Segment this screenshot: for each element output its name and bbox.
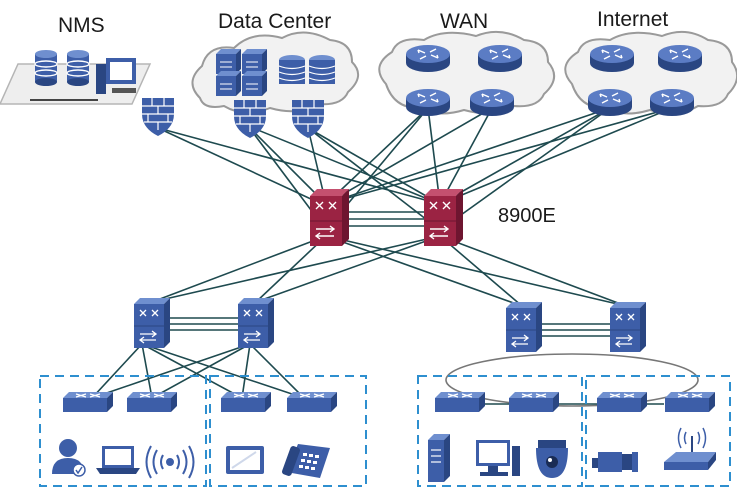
database-icon <box>34 49 58 87</box>
access-switch-icon <box>126 391 178 413</box>
dome-camera-icon <box>536 440 568 478</box>
router-icon <box>649 88 695 117</box>
ip-phone-icon <box>282 444 330 478</box>
wifi-router-icon <box>664 427 716 470</box>
router-icon <box>587 88 633 117</box>
server-rack-icon <box>241 70 268 97</box>
access-areas <box>39 375 731 487</box>
data-center-label: Data Center <box>218 10 332 33</box>
core-switch-icon <box>423 188 464 247</box>
firewall-icon <box>291 99 325 139</box>
router-icon <box>405 88 451 117</box>
access-switch-icon <box>508 391 560 413</box>
database-icon <box>66 49 90 87</box>
core-interconnect <box>342 211 424 227</box>
wan-label: WAN <box>440 10 489 33</box>
router-icon <box>589 44 635 73</box>
server-rack-icon <box>215 48 242 75</box>
access-ring <box>445 353 699 407</box>
access-switch-icon <box>62 391 114 413</box>
laptop-icon <box>96 446 140 474</box>
access-switch-icon <box>286 391 338 413</box>
firewall-icon <box>233 99 267 139</box>
access-switch-icon <box>596 391 648 413</box>
server-rack-icon <box>241 48 268 75</box>
user-icon <box>52 439 86 477</box>
router-icon <box>469 88 515 117</box>
wan-cloud <box>378 30 555 115</box>
server-icon <box>428 434 450 482</box>
core-switch-icon <box>309 188 350 247</box>
desktop-icon <box>476 440 520 476</box>
downlink-lines <box>151 235 627 307</box>
aggregation-switch-icon <box>609 301 647 353</box>
tablet-icon <box>226 446 264 474</box>
router-icon <box>405 44 451 73</box>
aggregation-interconnect <box>168 317 612 337</box>
server-rack-icon <box>215 70 242 97</box>
aggregation-switch-icon <box>133 297 171 349</box>
workstation-icon <box>96 58 136 94</box>
access-links <box>91 343 664 405</box>
router-icon <box>657 44 703 73</box>
access-switch-icon <box>220 391 272 413</box>
internet-label: Internet <box>597 8 669 31</box>
router-icon <box>477 44 523 73</box>
box-camera-icon <box>592 452 638 472</box>
aggregation-switch-icon <box>237 297 275 349</box>
wireless-icon <box>145 445 195 479</box>
access-switch-icon <box>664 391 716 413</box>
core-switch-label: 8900E <box>498 205 556 227</box>
storage-icon <box>278 55 336 84</box>
access-switch-icon <box>434 391 486 413</box>
nms-label: NMS <box>58 14 105 37</box>
aggregation-switch-icon <box>505 301 543 353</box>
